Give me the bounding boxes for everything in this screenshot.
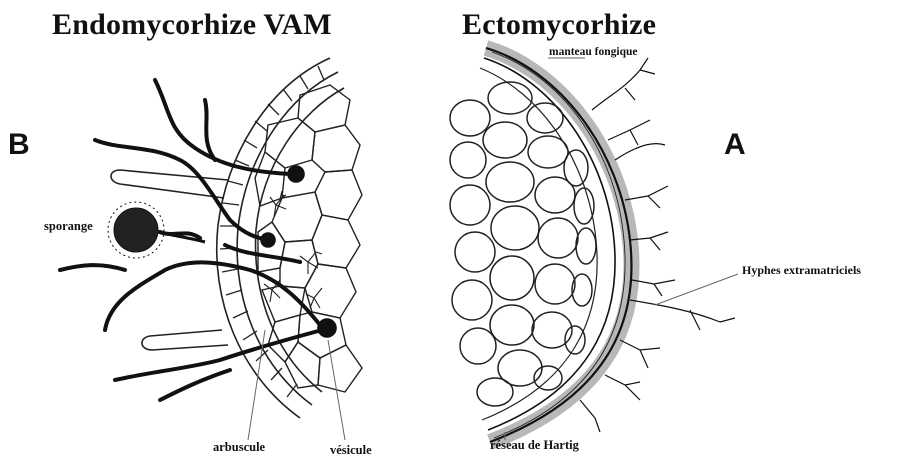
left-title: Endomycorhize VAM xyxy=(52,8,332,42)
root-section-endomycorrhiza xyxy=(60,58,362,440)
label-arbuscule: arbuscule xyxy=(213,440,265,455)
hyphae-extramatrical xyxy=(580,58,735,432)
arbuscules xyxy=(264,191,322,308)
label-sporange: sporange xyxy=(44,219,93,234)
label-hartig: réseau de Hartig xyxy=(490,438,579,453)
right-title: Ectomycorhize xyxy=(462,8,656,42)
label-manteau: manteau fongique xyxy=(549,46,638,58)
vesicle-3 xyxy=(318,319,336,337)
root-hairs xyxy=(111,170,228,350)
ecto-cortex-cells xyxy=(450,82,596,406)
label-hyphes: Hyphes extramatriciels xyxy=(742,263,861,278)
panel-letter-left: B xyxy=(8,128,30,162)
panel-letter-right: A xyxy=(724,128,746,162)
root-section-ectomycorrhiza xyxy=(450,48,738,442)
sporangium-shape xyxy=(108,202,205,258)
vesicles xyxy=(261,166,336,337)
label-vesicule: vésicule xyxy=(330,443,372,458)
